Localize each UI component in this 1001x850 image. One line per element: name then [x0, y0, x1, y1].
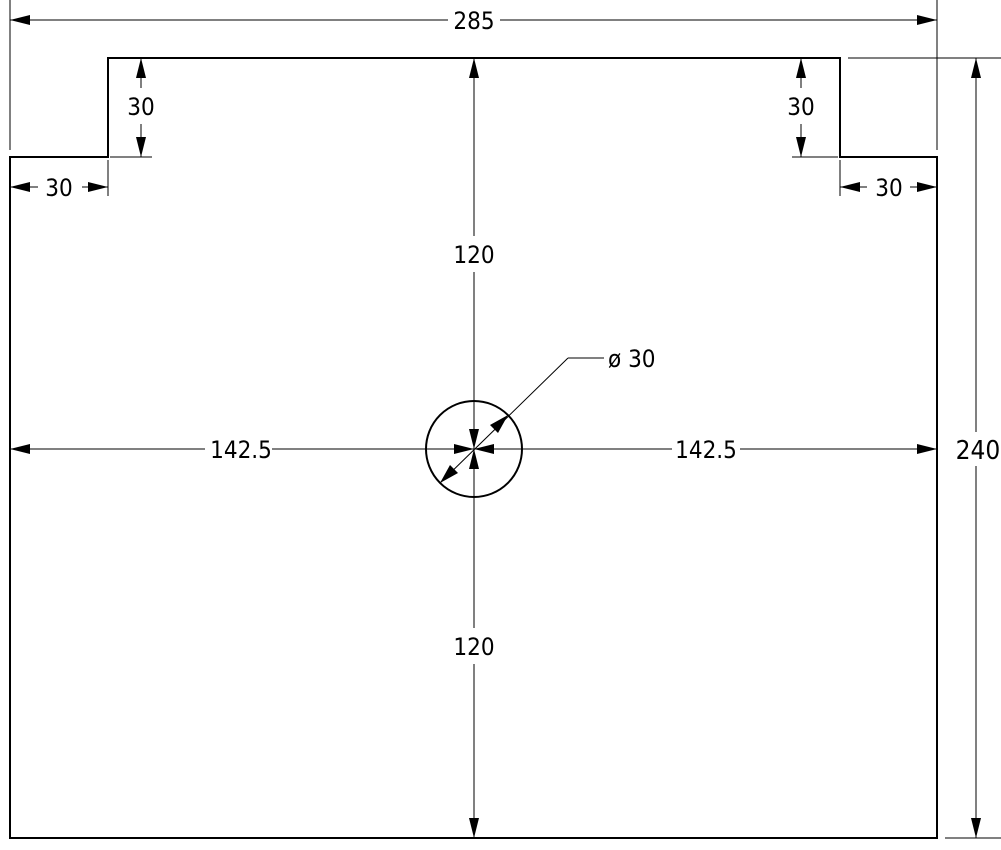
dimension-right-step-width: 30	[839, 160, 937, 202]
dimension-overall-height: 240	[848, 57, 1001, 839]
part-outline	[9, 57, 938, 839]
arrowhead-left	[10, 182, 30, 192]
arrowhead-top	[136, 58, 146, 78]
dimension-label-right-step-width: 30	[875, 174, 902, 202]
arrowhead-upper-right	[490, 415, 508, 433]
arrowhead-right	[454, 444, 474, 454]
dimension-label-left-step-height: 30	[127, 93, 154, 121]
arrowhead-bottom	[469, 818, 479, 838]
dimension-hole-to-top: 120	[453, 58, 495, 449]
arrowhead-top	[469, 58, 479, 78]
dimension-label-left-step-width: 30	[45, 174, 72, 202]
arrowhead-top	[469, 449, 479, 469]
arrowhead-right	[88, 182, 108, 192]
dimension-hole-to-bottom: 120	[453, 449, 495, 838]
dimension-left-step-width: 30	[10, 160, 109, 202]
arrowhead-bottom	[796, 137, 806, 157]
arrowhead-left	[474, 444, 494, 454]
arrowhead-right	[917, 182, 937, 192]
dimension-hole-diameter: ø 30	[439, 345, 656, 484]
dimension-overall-width: 285	[9, 0, 938, 150]
arrowhead-top	[796, 58, 806, 78]
dimension-label-hole-to-left: 142.5	[210, 436, 272, 464]
dimension-label-hole-to-top: 120	[453, 241, 494, 269]
dimension-left-step-height: 30	[110, 58, 155, 158]
dimension-hole-to-right: 142.5	[474, 436, 937, 464]
dimension-label-hole-to-bottom: 120	[453, 633, 494, 661]
arrowhead-left	[10, 15, 30, 25]
arrowhead-right	[917, 15, 937, 25]
arrowhead-right	[917, 444, 937, 454]
arrowhead-left	[10, 444, 30, 454]
dimension-label-hole-diameter: ø 30	[608, 345, 656, 373]
arrowhead-bottom	[136, 137, 146, 157]
dimension-label-hole-to-right: 142.5	[675, 436, 737, 464]
dimension-right-step-height: 30	[787, 58, 838, 158]
arrowhead-left	[840, 182, 860, 192]
dimension-hole-to-left: 142.5	[10, 436, 474, 464]
arrowhead-bottom	[469, 429, 479, 449]
arrowhead-top	[971, 58, 981, 78]
arrowhead-lower-left	[440, 465, 458, 483]
dimension-label-right-step-height: 30	[787, 93, 814, 121]
arrowhead-bottom	[971, 818, 981, 838]
dimension-label-overall-height: 240	[956, 436, 1001, 466]
dimension-label-overall-width: 285	[453, 7, 494, 35]
